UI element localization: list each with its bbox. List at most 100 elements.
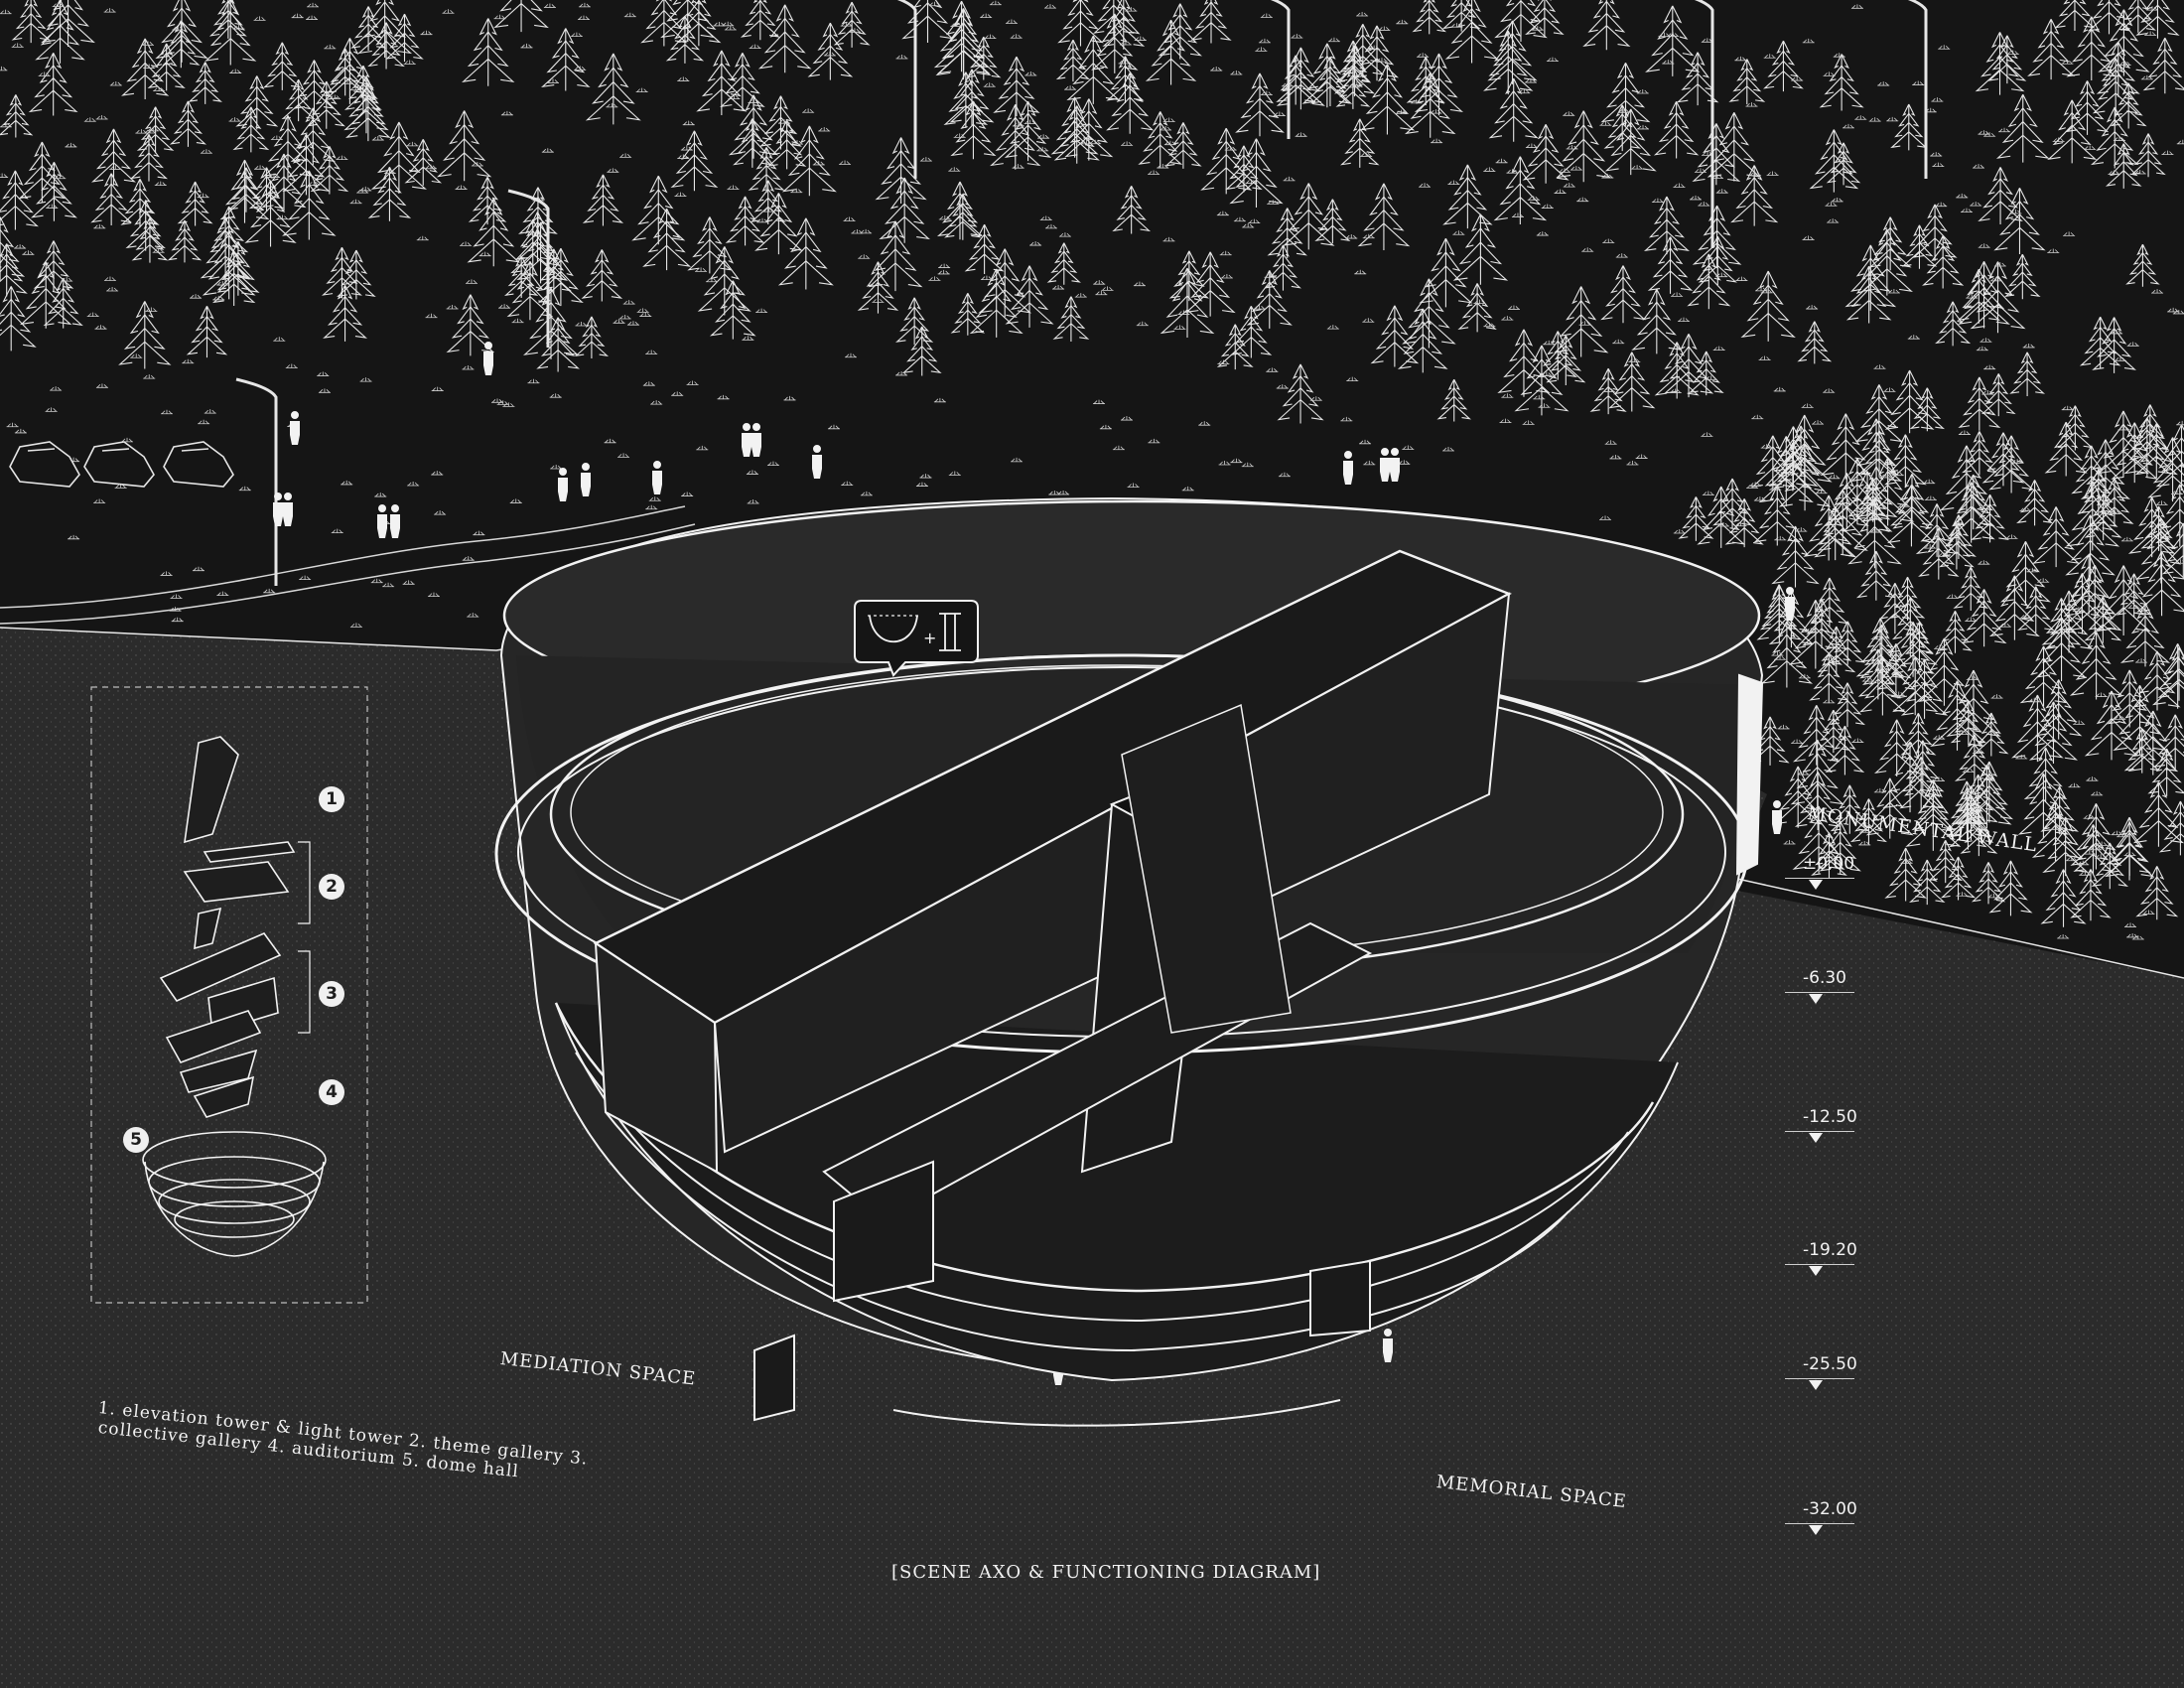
tree-icon — [1978, 167, 2023, 224]
grass-tuft — [1978, 560, 1990, 565]
grass-tuft — [1938, 45, 1951, 50]
grass-tuft — [145, 307, 158, 312]
tree-icon — [833, 1, 871, 48]
grass-tuft — [895, 55, 908, 60]
tree-icon — [0, 286, 37, 352]
grass-tuft — [1119, 41, 1132, 46]
grass-tuft — [1029, 241, 1042, 246]
tree-icon — [1958, 260, 2010, 329]
tree-icon — [1419, 237, 1473, 308]
grass-tuft — [2068, 782, 2081, 788]
grass-tuft — [1291, 34, 1303, 39]
tree-icon — [748, 147, 785, 194]
grass-tuft — [446, 304, 459, 310]
grass-tuft — [425, 313, 438, 319]
grass-tufts — [0, 0, 2184, 940]
grass-tuft — [1912, 80, 1925, 85]
grass-tuft — [83, 117, 96, 122]
grass-tuft — [263, 588, 276, 594]
tree-icon — [1819, 54, 1864, 111]
grass-tuft — [370, 578, 383, 584]
grass-tuft — [717, 394, 730, 400]
grass-tuft — [1898, 502, 1911, 507]
grass-tuft — [2065, 856, 2078, 862]
grass-tuft — [1093, 399, 1106, 404]
tree-icon — [493, 0, 549, 33]
elevation-value: -12.50 — [1803, 1107, 1857, 1127]
grass-tuft — [1825, 202, 1838, 207]
grass-tuft — [1769, 486, 1782, 491]
elevation-marker-1: -6.30 — [1785, 968, 1854, 1004]
grass-tuft — [1396, 19, 1409, 25]
grass-tuft — [748, 98, 760, 103]
grass-tuft — [216, 281, 229, 286]
grass-tuft — [431, 386, 444, 391]
grass-tuft — [1774, 535, 1787, 541]
grass-tuft — [1024, 119, 1036, 125]
tree-icon — [1855, 550, 1896, 601]
grass-tuft — [1501, 316, 1514, 321]
tree-icon — [781, 125, 837, 197]
streetlight-icon — [896, 0, 917, 179]
tree-icon — [1824, 473, 1869, 530]
tree-icon — [1939, 445, 1994, 515]
grass-tuft — [1873, 364, 1886, 369]
grass-tuft — [626, 321, 639, 326]
tree-icon — [1900, 712, 1937, 758]
grass-tuft — [329, 94, 341, 99]
grass-tuft — [1283, 176, 1296, 182]
tree-icon — [205, 0, 257, 66]
legend-number-3: 3 — [319, 981, 344, 1007]
elevation-marker-3: -19.20 — [1785, 1240, 1857, 1276]
grass-tuft — [677, 154, 690, 159]
grass-tuft — [790, 188, 803, 194]
tree-icon — [2105, 816, 2155, 881]
grass-tuft — [1345, 234, 1358, 239]
tree-icon — [1457, 283, 1497, 333]
tree-icon — [2087, 0, 2131, 35]
grass-tuft — [1044, 223, 1057, 229]
elevation-triangle-icon — [1809, 880, 1823, 890]
tree-icon — [895, 297, 934, 346]
grass-tuft — [1934, 644, 1947, 649]
tree-icon — [2070, 869, 2112, 921]
grass-tuft — [1966, 294, 1979, 299]
grass-tuft — [1931, 97, 1944, 102]
tree-icon — [766, 119, 807, 170]
grass-tuft — [1797, 771, 1810, 775]
grass-tuft — [2072, 607, 2085, 612]
elevation-triangle-icon — [1809, 1266, 1823, 1276]
grass-tuft — [2176, 139, 2184, 145]
tree-icon — [936, 181, 984, 240]
grass-tuft — [1673, 528, 1686, 534]
grass-tuft — [1264, 273, 1277, 278]
grass-tuft — [0, 66, 8, 71]
grass-tuft — [1938, 552, 1951, 557]
tree-icon — [1946, 669, 2001, 741]
grass-tuft — [1581, 247, 1594, 252]
grass-tuft — [1120, 416, 1133, 421]
tree-icon — [1884, 369, 1935, 434]
grass-tuft — [860, 491, 873, 496]
grass-tuft — [171, 617, 184, 623]
grass-tuft — [462, 364, 475, 370]
grass-tuft — [359, 186, 372, 192]
grass-tuft — [1907, 335, 1920, 340]
grass-tuft — [1924, 495, 1937, 500]
grass-tuft — [762, 208, 775, 212]
grass-tuft — [1677, 317, 1690, 323]
grass-tuft — [1157, 164, 1169, 169]
grass-tuft — [1715, 189, 1728, 194]
grass-tuft — [1524, 78, 1537, 83]
grass-tuft — [983, 82, 996, 87]
tree-icon — [670, 130, 719, 192]
grass-tuft — [1669, 388, 1682, 393]
grass-tuft — [2111, 329, 2123, 335]
grass-tuft — [1749, 171, 1762, 177]
tree-icon — [1809, 129, 1859, 193]
grass-tuft — [2118, 61, 2131, 66]
grass-tuft — [6, 422, 19, 428]
grass-tuft — [636, 308, 649, 313]
tree-icon — [2113, 684, 2167, 755]
grass-tuft — [1965, 617, 1978, 622]
